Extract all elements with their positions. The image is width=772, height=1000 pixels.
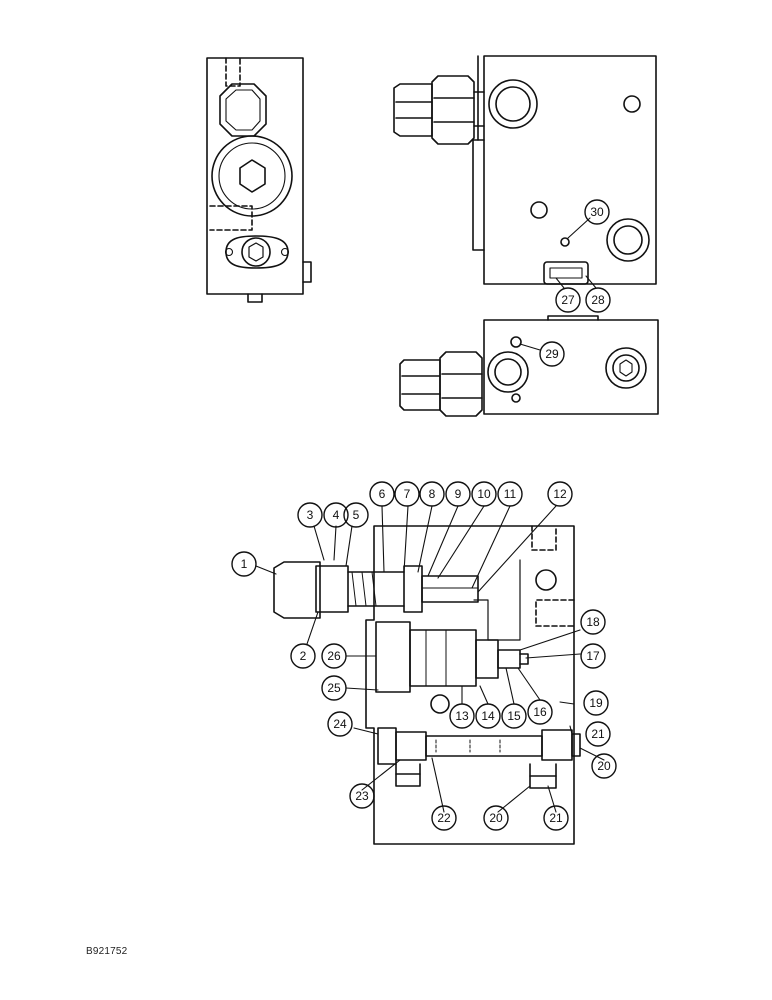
svg-text:17: 17 bbox=[586, 649, 600, 663]
svg-text:1: 1 bbox=[241, 557, 248, 571]
callout-16: 16 bbox=[527, 699, 553, 725]
svg-text:12: 12 bbox=[553, 487, 567, 501]
callout-13: 13 bbox=[449, 703, 475, 729]
svg-text:22: 22 bbox=[437, 811, 451, 825]
sectional-view-valve-block bbox=[273, 525, 581, 845]
callout-20-right: 20 bbox=[591, 753, 617, 779]
svg-text:21: 21 bbox=[549, 811, 563, 825]
svg-text:10: 10 bbox=[477, 487, 491, 501]
front-view-valve-block bbox=[393, 55, 657, 285]
callout-5: 5 bbox=[343, 502, 369, 528]
callout-17: 17 bbox=[580, 643, 606, 669]
callout-3: 3 bbox=[297, 502, 323, 528]
svg-text:11: 11 bbox=[504, 487, 517, 501]
svg-text:13: 13 bbox=[455, 709, 469, 723]
callout-29: 29 bbox=[539, 341, 565, 367]
callout-24: 24 bbox=[327, 711, 353, 737]
bottom-view-valve-block bbox=[399, 315, 659, 417]
callout-15: 15 bbox=[501, 703, 527, 729]
leader-lines bbox=[255, 217, 605, 813]
svg-text:9: 9 bbox=[455, 487, 462, 501]
callout-19: 19 bbox=[583, 690, 609, 716]
svg-text:20: 20 bbox=[597, 759, 611, 773]
callout-2: 2 bbox=[290, 643, 316, 669]
callout-25: 25 bbox=[321, 675, 347, 701]
svg-text:23: 23 bbox=[355, 789, 369, 803]
callout-10: 10 bbox=[471, 481, 497, 507]
callout-7: 7 bbox=[394, 481, 420, 507]
callout-12: 12 bbox=[547, 481, 573, 507]
svg-text:27: 27 bbox=[561, 293, 575, 307]
svg-text:2: 2 bbox=[300, 649, 307, 663]
svg-text:24: 24 bbox=[333, 717, 347, 731]
svg-text:21: 21 bbox=[591, 727, 605, 741]
svg-text:14: 14 bbox=[481, 709, 495, 723]
callouts: 1 2 3 4 5 6 7 8 9 10 11 12 13 14 15 16 1… bbox=[231, 199, 617, 831]
svg-text:8: 8 bbox=[429, 487, 436, 501]
svg-text:28: 28 bbox=[591, 293, 605, 307]
callout-1: 1 bbox=[231, 551, 257, 577]
side-view-valve-block bbox=[206, 57, 312, 303]
svg-text:16: 16 bbox=[533, 705, 547, 719]
svg-text:30: 30 bbox=[590, 205, 604, 219]
callout-11: 11 bbox=[497, 481, 523, 507]
svg-text:3: 3 bbox=[307, 508, 314, 522]
callout-27: 27 bbox=[555, 287, 581, 313]
svg-text:29: 29 bbox=[545, 347, 559, 361]
callout-20-bottom: 20 bbox=[483, 805, 509, 831]
callout-8: 8 bbox=[419, 481, 445, 507]
callout-23: 23 bbox=[349, 783, 375, 809]
callout-21-bottom: 21 bbox=[543, 805, 569, 831]
callout-22: 22 bbox=[431, 805, 457, 831]
callout-28: 28 bbox=[585, 287, 611, 313]
svg-text:18: 18 bbox=[586, 615, 600, 629]
svg-text:7: 7 bbox=[404, 487, 411, 501]
callout-30: 30 bbox=[584, 199, 610, 225]
svg-text:20: 20 bbox=[489, 811, 503, 825]
svg-text:4: 4 bbox=[333, 508, 340, 522]
callout-6: 6 bbox=[369, 481, 395, 507]
callout-14: 14 bbox=[475, 703, 501, 729]
svg-text:6: 6 bbox=[379, 487, 386, 501]
callout-4: 4 bbox=[323, 502, 349, 528]
callout-26: 26 bbox=[321, 643, 347, 669]
svg-text:25: 25 bbox=[327, 681, 341, 695]
svg-text:26: 26 bbox=[327, 649, 341, 663]
figure-id: B921752 bbox=[86, 946, 128, 957]
svg-text:5: 5 bbox=[353, 508, 360, 522]
svg-text:15: 15 bbox=[507, 709, 521, 723]
svg-text:19: 19 bbox=[589, 696, 603, 710]
callout-18: 18 bbox=[580, 609, 606, 635]
callout-9: 9 bbox=[445, 481, 471, 507]
callout-21-right: 21 bbox=[585, 721, 611, 747]
